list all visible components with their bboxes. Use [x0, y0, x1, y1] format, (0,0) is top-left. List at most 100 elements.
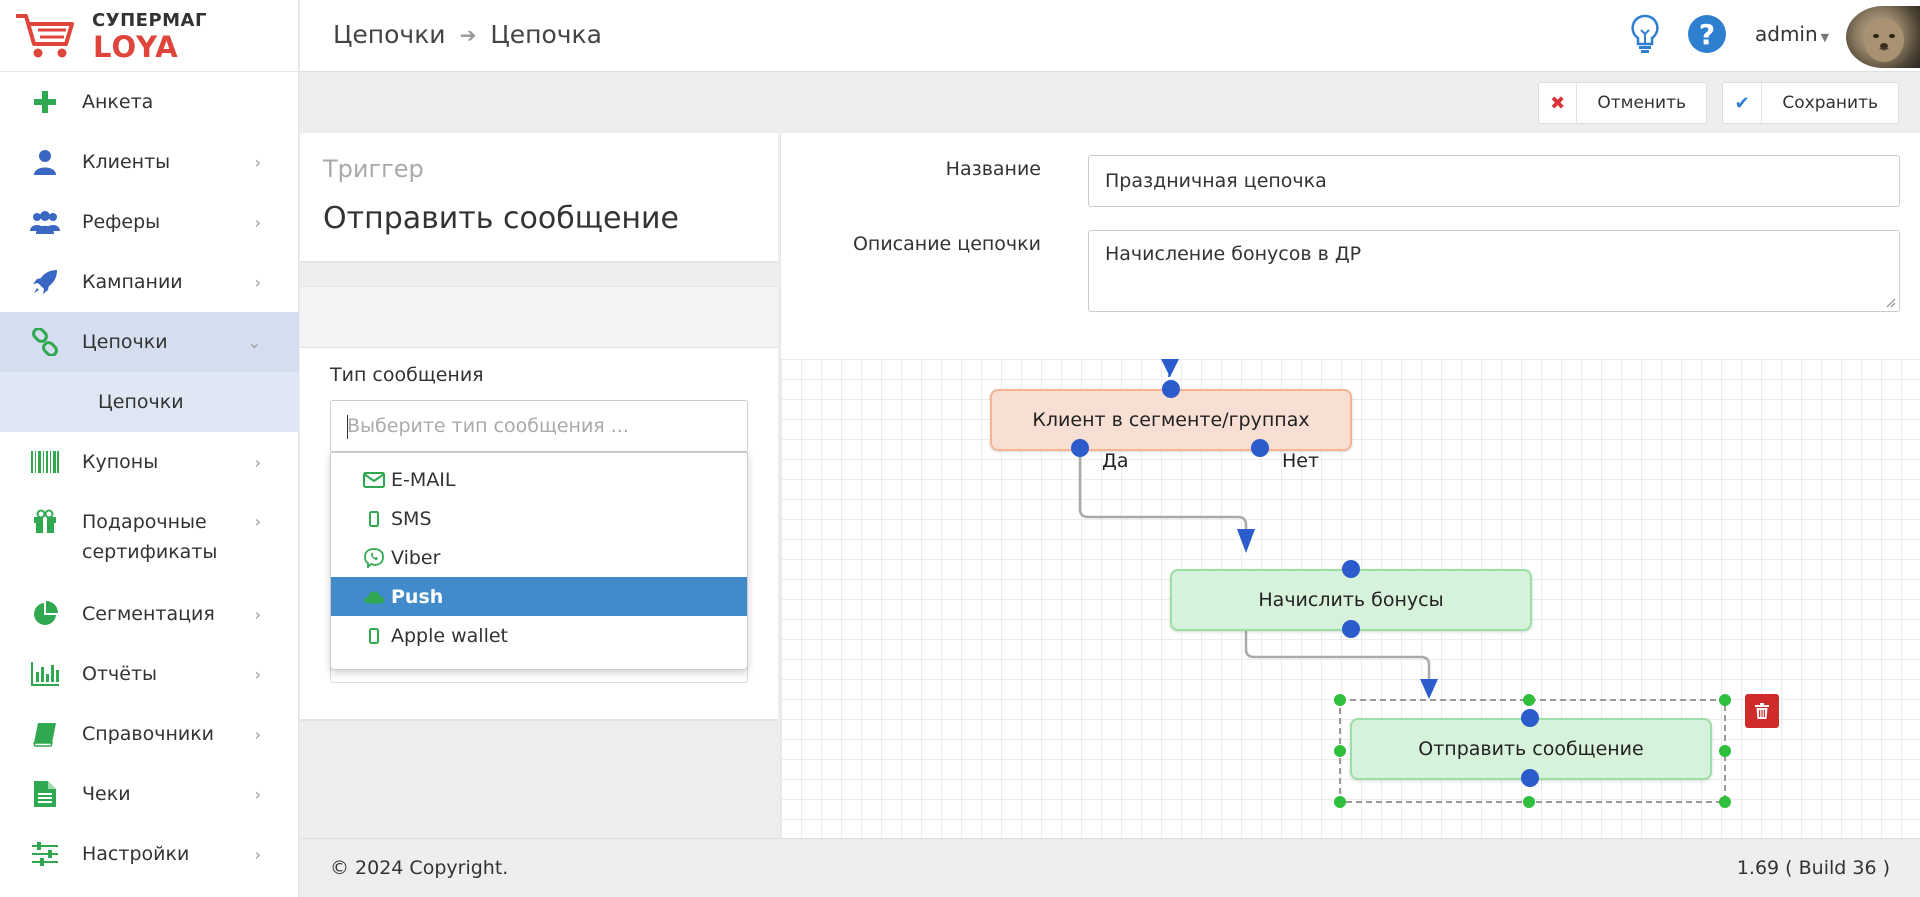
- sidebar-item-campaigns[interactable]: Кампании ›: [0, 252, 299, 312]
- sidebar-item-label: Настройки: [82, 843, 190, 865]
- resize-handle[interactable]: [1334, 796, 1346, 808]
- breadcrumb: Цепочки ➔ Цепочка: [333, 20, 602, 49]
- link-icon: [30, 327, 60, 357]
- sidebar-item-label: Реферы: [82, 211, 161, 233]
- sidebar-item-label: Цепочки: [82, 331, 168, 353]
- flow-port-in[interactable]: [1521, 709, 1539, 727]
- chevron-right-icon: ›: [254, 784, 261, 804]
- copyright-text: © 2024 Copyright.: [330, 857, 509, 879]
- resize-handle[interactable]: [1719, 745, 1731, 757]
- chevron-right-icon: ›: [254, 604, 261, 624]
- mobile-icon: [363, 510, 385, 527]
- message-type-select[interactable]: Выберите тип сообщения ...: [330, 400, 748, 452]
- sidebar-item-referrers[interactable]: Реферы ›: [0, 192, 299, 252]
- version-text: 1.69 ( Build 36 ): [1736, 857, 1890, 879]
- pie-chart-icon: [30, 599, 60, 629]
- option-sms[interactable]: SMS: [331, 499, 747, 538]
- avatar[interactable]: [1846, 6, 1920, 68]
- sliders-icon: [30, 839, 60, 869]
- trigger-header: Триггер Отправить сообщение: [300, 133, 778, 263]
- sidebar-item-references[interactable]: Справочники ›: [0, 704, 299, 764]
- flow-label-yes: Да: [1102, 450, 1129, 472]
- sidebar-item-reports[interactable]: Отчёты ›: [0, 644, 299, 704]
- sidebar-subitem-chains[interactable]: Цепочки: [0, 372, 299, 432]
- sidebar-item-settings[interactable]: Настройки ›: [0, 824, 299, 884]
- sidebar-item-receipts[interactable]: Чеки ›: [0, 764, 299, 824]
- delete-node-button[interactable]: [1745, 694, 1779, 728]
- message-type-placeholder: Выберите тип сообщения ...: [347, 415, 629, 437]
- plus-icon: [30, 87, 60, 117]
- trigger-spacer: [300, 286, 778, 348]
- sidebar-item-label: Отчёты: [82, 663, 158, 685]
- chain-form: Название Праздничная цепочка Описание це…: [780, 133, 1920, 359]
- cloud-icon: [363, 589, 385, 605]
- resize-handle[interactable]: [1523, 796, 1535, 808]
- resize-handle[interactable]: [1523, 694, 1535, 706]
- chevron-right-icon: ›: [254, 272, 261, 292]
- option-viber[interactable]: Viber: [331, 538, 747, 577]
- trigger-subtitle: Отправить сообщение: [323, 201, 679, 236]
- option-push[interactable]: Push: [331, 577, 747, 616]
- chevron-right-icon: ›: [254, 512, 261, 531]
- sidebar-item-label: Цепочки: [98, 391, 184, 413]
- logo[interactable]: СУПЕРМАГ LOYA: [0, 0, 298, 72]
- sidebar-item-clients[interactable]: Клиенты ›: [0, 132, 299, 192]
- option-apple-wallet[interactable]: Apple wallet: [331, 616, 747, 655]
- flow-canvas[interactable]: Клиент в сегменте/группах Да Нет Начисли…: [780, 359, 1920, 838]
- flow-port-in[interactable]: [1162, 380, 1180, 398]
- sidebar-item-label: Анкета: [82, 91, 154, 113]
- book-icon: [30, 719, 60, 749]
- help-icon[interactable]: ?: [1688, 15, 1726, 53]
- flow-port-in[interactable]: [1342, 560, 1360, 578]
- viber-icon: [363, 547, 385, 568]
- sidebar-item-segmentation[interactable]: Сегментация ›: [0, 584, 299, 644]
- chevron-right-icon: ›: [254, 212, 261, 232]
- resize-handle[interactable]: [1334, 745, 1346, 757]
- message-type-dropdown: E-MAIL SMS Viber Push Apple wallet: [330, 452, 748, 670]
- chevron-down-icon: ⌄: [247, 332, 261, 352]
- sidebar-item-anketa[interactable]: Анкета: [0, 72, 299, 132]
- lightbulb-icon[interactable]: [1630, 14, 1660, 58]
- sidebar-item-label: Клиенты: [82, 151, 171, 173]
- sidebar-item-label: Справочники: [82, 723, 215, 745]
- user-icon: [30, 147, 60, 177]
- user-menu[interactable]: admin▼: [1755, 22, 1830, 46]
- close-icon: ✖: [1539, 83, 1578, 123]
- sidebar-item-gift-certificates[interactable]: Подарочные сертификаты ›: [0, 492, 299, 584]
- message-type-label: Тип сообщения: [330, 364, 484, 386]
- option-email[interactable]: E-MAIL: [331, 460, 747, 499]
- flow-port-out[interactable]: [1342, 620, 1360, 638]
- save-button[interactable]: ✔ Сохранить: [1722, 82, 1899, 124]
- chevron-right-icon: ›: [254, 452, 261, 472]
- sidebar-item-label: Подарочные сертификаты: [82, 511, 218, 563]
- chevron-right-icon: ›: [254, 844, 261, 864]
- name-label: Название: [945, 158, 1041, 180]
- breadcrumb-item-chain: Цепочка: [490, 20, 602, 49]
- name-input[interactable]: Праздничная цепочка: [1088, 155, 1900, 207]
- arrow-right-icon: ➔: [459, 22, 477, 47]
- description-textarea[interactable]: Начисление бонусов в ДР: [1088, 230, 1900, 312]
- resize-handle[interactable]: [1334, 694, 1346, 706]
- top-bar: Цепочки ➔ Цепочка ? admin▼: [300, 0, 1920, 72]
- sidebar-item-chains[interactable]: Цепочки ⌄: [0, 312, 299, 372]
- sidebar-item-label: Купоны: [82, 451, 159, 473]
- chevron-right-icon: ›: [254, 152, 261, 172]
- trigger-title: Триггер: [323, 155, 424, 183]
- cancel-button[interactable]: ✖ Отменить: [1538, 82, 1707, 124]
- flow-port-out[interactable]: [1521, 769, 1539, 787]
- sidebar-item-label: Кампании: [82, 271, 183, 293]
- envelope-icon: [363, 471, 385, 488]
- flow-port-no[interactable]: [1251, 439, 1269, 457]
- resize-handle[interactable]: [1719, 694, 1731, 706]
- action-bar: ✖ Отменить ✔ Сохранить: [300, 73, 1920, 133]
- chevron-right-icon: ›: [254, 664, 261, 684]
- users-icon: [30, 207, 60, 237]
- resize-handle[interactable]: [1719, 796, 1731, 808]
- sidebar-item-coupons[interactable]: Купоны ›: [0, 432, 299, 492]
- resize-handle-icon[interactable]: [1884, 296, 1896, 308]
- flow-node-condition[interactable]: Клиент в сегменте/группах: [990, 389, 1352, 451]
- chevron-right-icon: ›: [254, 724, 261, 744]
- breadcrumb-item-chains[interactable]: Цепочки: [333, 20, 446, 49]
- flow-port-yes[interactable]: [1071, 439, 1089, 457]
- footer: © 2024 Copyright. 1.69 ( Build 36 ): [300, 838, 1920, 897]
